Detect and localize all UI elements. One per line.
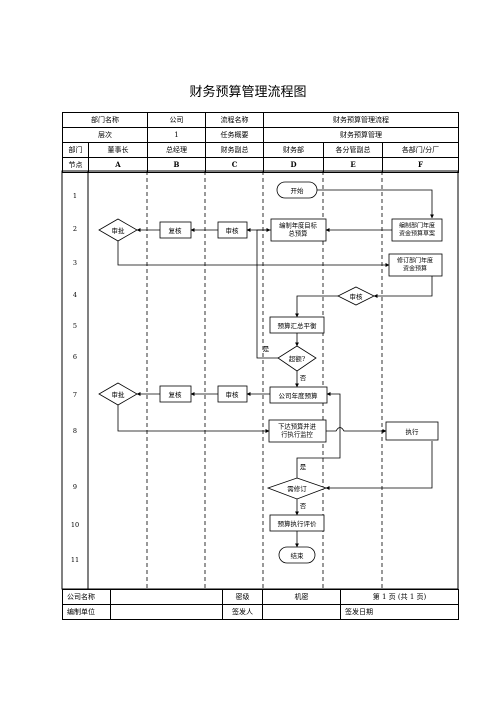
over-limit-yes-label: 是 — [263, 345, 270, 353]
need-revise-no-label: 否 — [300, 502, 307, 510]
need-revise-decision — [266, 477, 328, 500]
company-name-value — [110, 589, 223, 605]
row-number: 8 — [73, 427, 77, 435]
evaluate-box — [269, 514, 325, 532]
summary-balance-box — [269, 316, 325, 334]
row-number: 10 — [71, 521, 79, 529]
row-number: 4 — [73, 291, 77, 299]
company-name-label: 公司名称 — [62, 589, 111, 605]
end-terminator — [278, 546, 316, 564]
company-budget-label: 公司年度预算 — [279, 391, 319, 400]
approve-a7-decision — [98, 382, 138, 406]
node-row: 节点 A B C D E F — [62, 157, 459, 173]
start-terminator — [276, 181, 318, 199]
review-c2-box — [217, 221, 248, 239]
compiler-label: 编制单位 — [62, 604, 111, 620]
row-number: 1 — [73, 192, 77, 200]
row-number: 2 — [73, 225, 77, 233]
over-limit-decision — [277, 345, 317, 372]
approve-a2-label: 审批 — [112, 226, 126, 235]
approve-a2-decision — [98, 218, 138, 242]
budget-target-label: 编制年度目标总预算 — [279, 221, 317, 238]
revise-dept-box — [388, 253, 443, 277]
recheck-b2-label: 复核 — [169, 226, 183, 235]
row-number: 9 — [73, 483, 77, 491]
summary-balance-label: 预算汇总平衡 — [278, 321, 318, 330]
over-limit-label: 超额? — [289, 354, 306, 363]
need-revise-yes-label: 是 — [300, 463, 307, 471]
execute-label: 执行 — [406, 427, 420, 436]
issuer-label: 签发人 — [222, 604, 263, 620]
review-c2-label: 审核 — [226, 226, 240, 235]
company-budget-box — [269, 386, 328, 404]
review-c7-label: 审核 — [226, 390, 240, 399]
execute-box — [385, 421, 439, 441]
node-b: B — [147, 157, 206, 173]
compiler-value — [110, 604, 223, 620]
dept-draft-box — [391, 218, 443, 242]
review-c7-box — [217, 385, 248, 403]
department-row: 部门 董事长 总经理 财务副总 财务部 各分管副总 各部门/分厂 — [62, 142, 459, 158]
row-number: 11 — [71, 556, 79, 564]
node-c: C — [205, 157, 264, 173]
issue-budget-box — [268, 419, 327, 443]
issue-budget-label: 下达预算并进行执行监控 — [278, 422, 316, 439]
connectors — [117, 189, 434, 548]
footer-table: 公司名称 密级 机密 第 1 页 (共 1 页) 编制单位 签发人 签发日期 — [62, 589, 459, 620]
row-number: 7 — [73, 391, 77, 399]
page-indicator: 第 1 页 (共 1 页) — [340, 589, 459, 605]
start-label: 开始 — [291, 186, 305, 195]
issuer-value — [262, 604, 341, 620]
issue-date-label: 签发日期 — [340, 604, 459, 620]
recheck-b7-label: 复核 — [169, 390, 183, 399]
page-title: 财务预算管理流程图 — [189, 85, 307, 100]
recheck-b7-box — [159, 385, 192, 403]
secret-level-label: 密级 — [222, 589, 263, 605]
end-label: 结束 — [291, 551, 305, 560]
review-e4-label: 审核 — [350, 292, 364, 301]
review-e4-decision — [337, 286, 375, 306]
secret-level-value: 机密 — [262, 589, 341, 605]
node-f: F — [382, 157, 459, 173]
row-number: 5 — [73, 322, 77, 330]
over-limit-no-label: 否 — [300, 374, 307, 382]
row-numbers: 1 2 3 4 5 6 7 8 9 10 11 — [71, 192, 79, 564]
evaluate-label: 预算执行评价 — [278, 519, 318, 528]
recheck-b2-box — [159, 221, 192, 239]
row-number: 3 — [73, 259, 77, 267]
need-revise-label: 需修订 — [287, 484, 307, 493]
row-number: 6 — [73, 353, 77, 361]
revise-dept-label: 修订部门年度资金预算 — [397, 257, 433, 273]
approve-a7-label: 审批 — [112, 390, 126, 399]
budget-target-box — [270, 218, 327, 242]
header-table: 部门名称 公司 流程名称 财务预算管理流程 层次 1 任务概要 财务预算管理 部… — [62, 112, 459, 173]
dept-draft-label: 编制部门年度资金预算草案 — [399, 222, 435, 238]
